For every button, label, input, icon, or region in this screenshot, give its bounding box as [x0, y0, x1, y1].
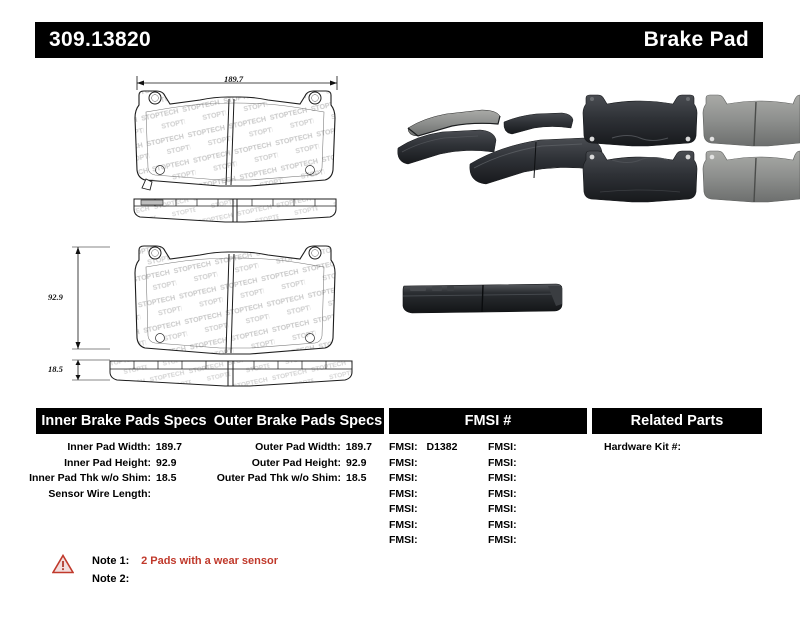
spec-row: Sensor Wire Length:: [36, 487, 212, 503]
spec-value: 18.5: [156, 472, 177, 484]
drawing-area: STOPTECH STOPTECH STOPTECH STOPTECH: [0, 60, 800, 400]
dimension-label-height: 92.9: [48, 292, 63, 302]
fmsi-label: FMSI:: [389, 487, 418, 500]
fmsi-row: FMSI:: [488, 440, 587, 456]
fmsi-label: FMSI:: [488, 472, 517, 484]
fmsi-label: FMSI:: [389, 518, 418, 531]
fmsi-label: FMSI:: [488, 534, 517, 546]
fmsi-row: FMSI:: [488, 533, 587, 549]
pad-photo-angled-group: [397, 109, 603, 185]
fmsi-label: FMSI:: [389, 503, 418, 515]
top-pad-plan-drawing: [134, 76, 338, 191]
dimension-label-width: 189.7: [224, 74, 244, 84]
fmsi-row: FMSI:: [389, 533, 488, 549]
fmsi-label: FMSI:: [389, 472, 418, 484]
column-header-fmsi: FMSI #: [389, 408, 587, 434]
notes-section: Note 1: 2 Pads with a wear sensor Note 2…: [0, 552, 800, 602]
bottom-pad-edge-drawing: [109, 360, 353, 387]
fmsi-label: FMSI:: [488, 518, 517, 531]
fmsi-label: FMSI:: [488, 456, 517, 469]
fmsi-row: FMSI: D1382: [389, 440, 488, 456]
note-rows: Note 1: 2 Pads with a wear sensor Note 2…: [92, 552, 278, 588]
spec-row: Inner Pad Width: 189.7: [36, 440, 212, 456]
fmsi-value: D1382: [426, 441, 458, 453]
dimension-label-thickness: 18.5: [48, 364, 63, 374]
fmsi-list: FMSI: D1382 FMSI: FMSI: FMSI: FMSI:: [389, 440, 587, 549]
spec-row: Inner Pad Thk w/o Shim: 18.5: [29, 471, 212, 487]
outer-specs-list: Outer Pad Width: 189.7 Outer Pad Height:…: [212, 440, 384, 487]
pad-photo-edge-view: [402, 283, 563, 314]
column-header-related-parts: Related Parts: [592, 408, 762, 434]
fmsi-row: FMSI:: [389, 502, 488, 518]
column-header-inner-specs: Inner Brake Pads Specs: [36, 408, 212, 434]
fmsi-label: FMSI:: [488, 441, 517, 453]
spec-row: Outer Pad Width: 189.7: [212, 440, 384, 456]
spec-row: Outer Pad Height: 92.9: [212, 456, 384, 472]
spec-value: 92.9: [346, 456, 367, 469]
spec-label: Sensor Wire Length:: [48, 487, 151, 500]
warning-triangle-icon: [52, 554, 74, 574]
specs-table: Inner Brake Pads Specs Outer Brake Pads …: [0, 408, 800, 548]
part-number: 309.13820: [49, 28, 151, 51]
top-pad-edge-drawing: [133, 198, 337, 223]
fmsi-label: FMSI:: [389, 441, 418, 453]
fmsi-row: FMSI:: [488, 518, 587, 534]
fmsi-label: FMSI:: [389, 456, 418, 469]
related-parts-list: Hardware Kit #:: [592, 440, 762, 456]
header-bar: 309.13820 Brake Pad: [35, 22, 763, 58]
page-title: Brake Pad: [643, 28, 749, 51]
technical-drawings-svg: STOPTECH STOPTECH STOPTECH STOPTECH: [72, 76, 800, 387]
fmsi-row: FMSI:: [389, 456, 488, 472]
note-label: Note 1:: [92, 555, 130, 567]
spec-label: Inner Pad Height:: [64, 456, 151, 469]
spec-row: Outer Pad Thk w/o Shim: 18.5: [212, 471, 384, 487]
fmsi-row: FMSI:: [389, 487, 488, 503]
note-label: Note 2:: [92, 573, 130, 585]
fmsi-label: FMSI:: [488, 503, 517, 515]
spec-value: 92.9: [156, 456, 177, 469]
spec-value: 18.5: [346, 472, 367, 484]
fmsi-column-left: FMSI: D1382 FMSI: FMSI: FMSI: FMSI:: [389, 440, 488, 549]
spec-label: Outer Pad Height:: [251, 456, 341, 469]
fmsi-row: FMSI:: [488, 456, 587, 472]
bottom-pad-plan-drawing: [72, 245, 336, 381]
fmsi-column-right: FMSI: FMSI: FMSI: FMSI: FMSI:: [488, 440, 587, 549]
note-row: Note 2:: [92, 570, 278, 588]
related-part-row: Hardware Kit #:: [604, 440, 762, 456]
note-row: Note 1: 2 Pads with a wear sensor: [92, 552, 278, 570]
spec-label: Outer Pad Width:: [255, 441, 341, 453]
inner-specs-list: Inner Pad Width: 189.7 Inner Pad Height:…: [29, 440, 212, 503]
fmsi-row: FMSI:: [488, 502, 587, 518]
spec-row: Inner Pad Height: 92.9: [36, 456, 212, 472]
spec-label: Inner Pad Thk w/o Shim:: [29, 472, 151, 484]
column-header-outer-specs: Outer Brake Pads Specs: [212, 408, 384, 434]
fmsi-row: FMSI:: [488, 487, 587, 503]
spec-value: [156, 487, 182, 503]
fmsi-row: FMSI:: [389, 471, 488, 487]
fmsi-label: FMSI:: [389, 534, 418, 546]
fmsi-row: FMSI:: [488, 471, 587, 487]
spec-label: Outer Pad Thk w/o Shim:: [216, 472, 341, 484]
spec-label: Inner Pad Width:: [67, 441, 151, 453]
pad-photo-grid-group: [582, 94, 800, 203]
note-value: 2 Pads with a wear sensor: [141, 555, 279, 567]
related-part-label: Hardware Kit #:: [604, 441, 682, 453]
fmsi-row: FMSI:: [389, 518, 488, 534]
fmsi-label: FMSI:: [488, 487, 517, 500]
spec-value: 189.7: [345, 441, 372, 453]
spec-value: 189.7: [155, 441, 182, 453]
